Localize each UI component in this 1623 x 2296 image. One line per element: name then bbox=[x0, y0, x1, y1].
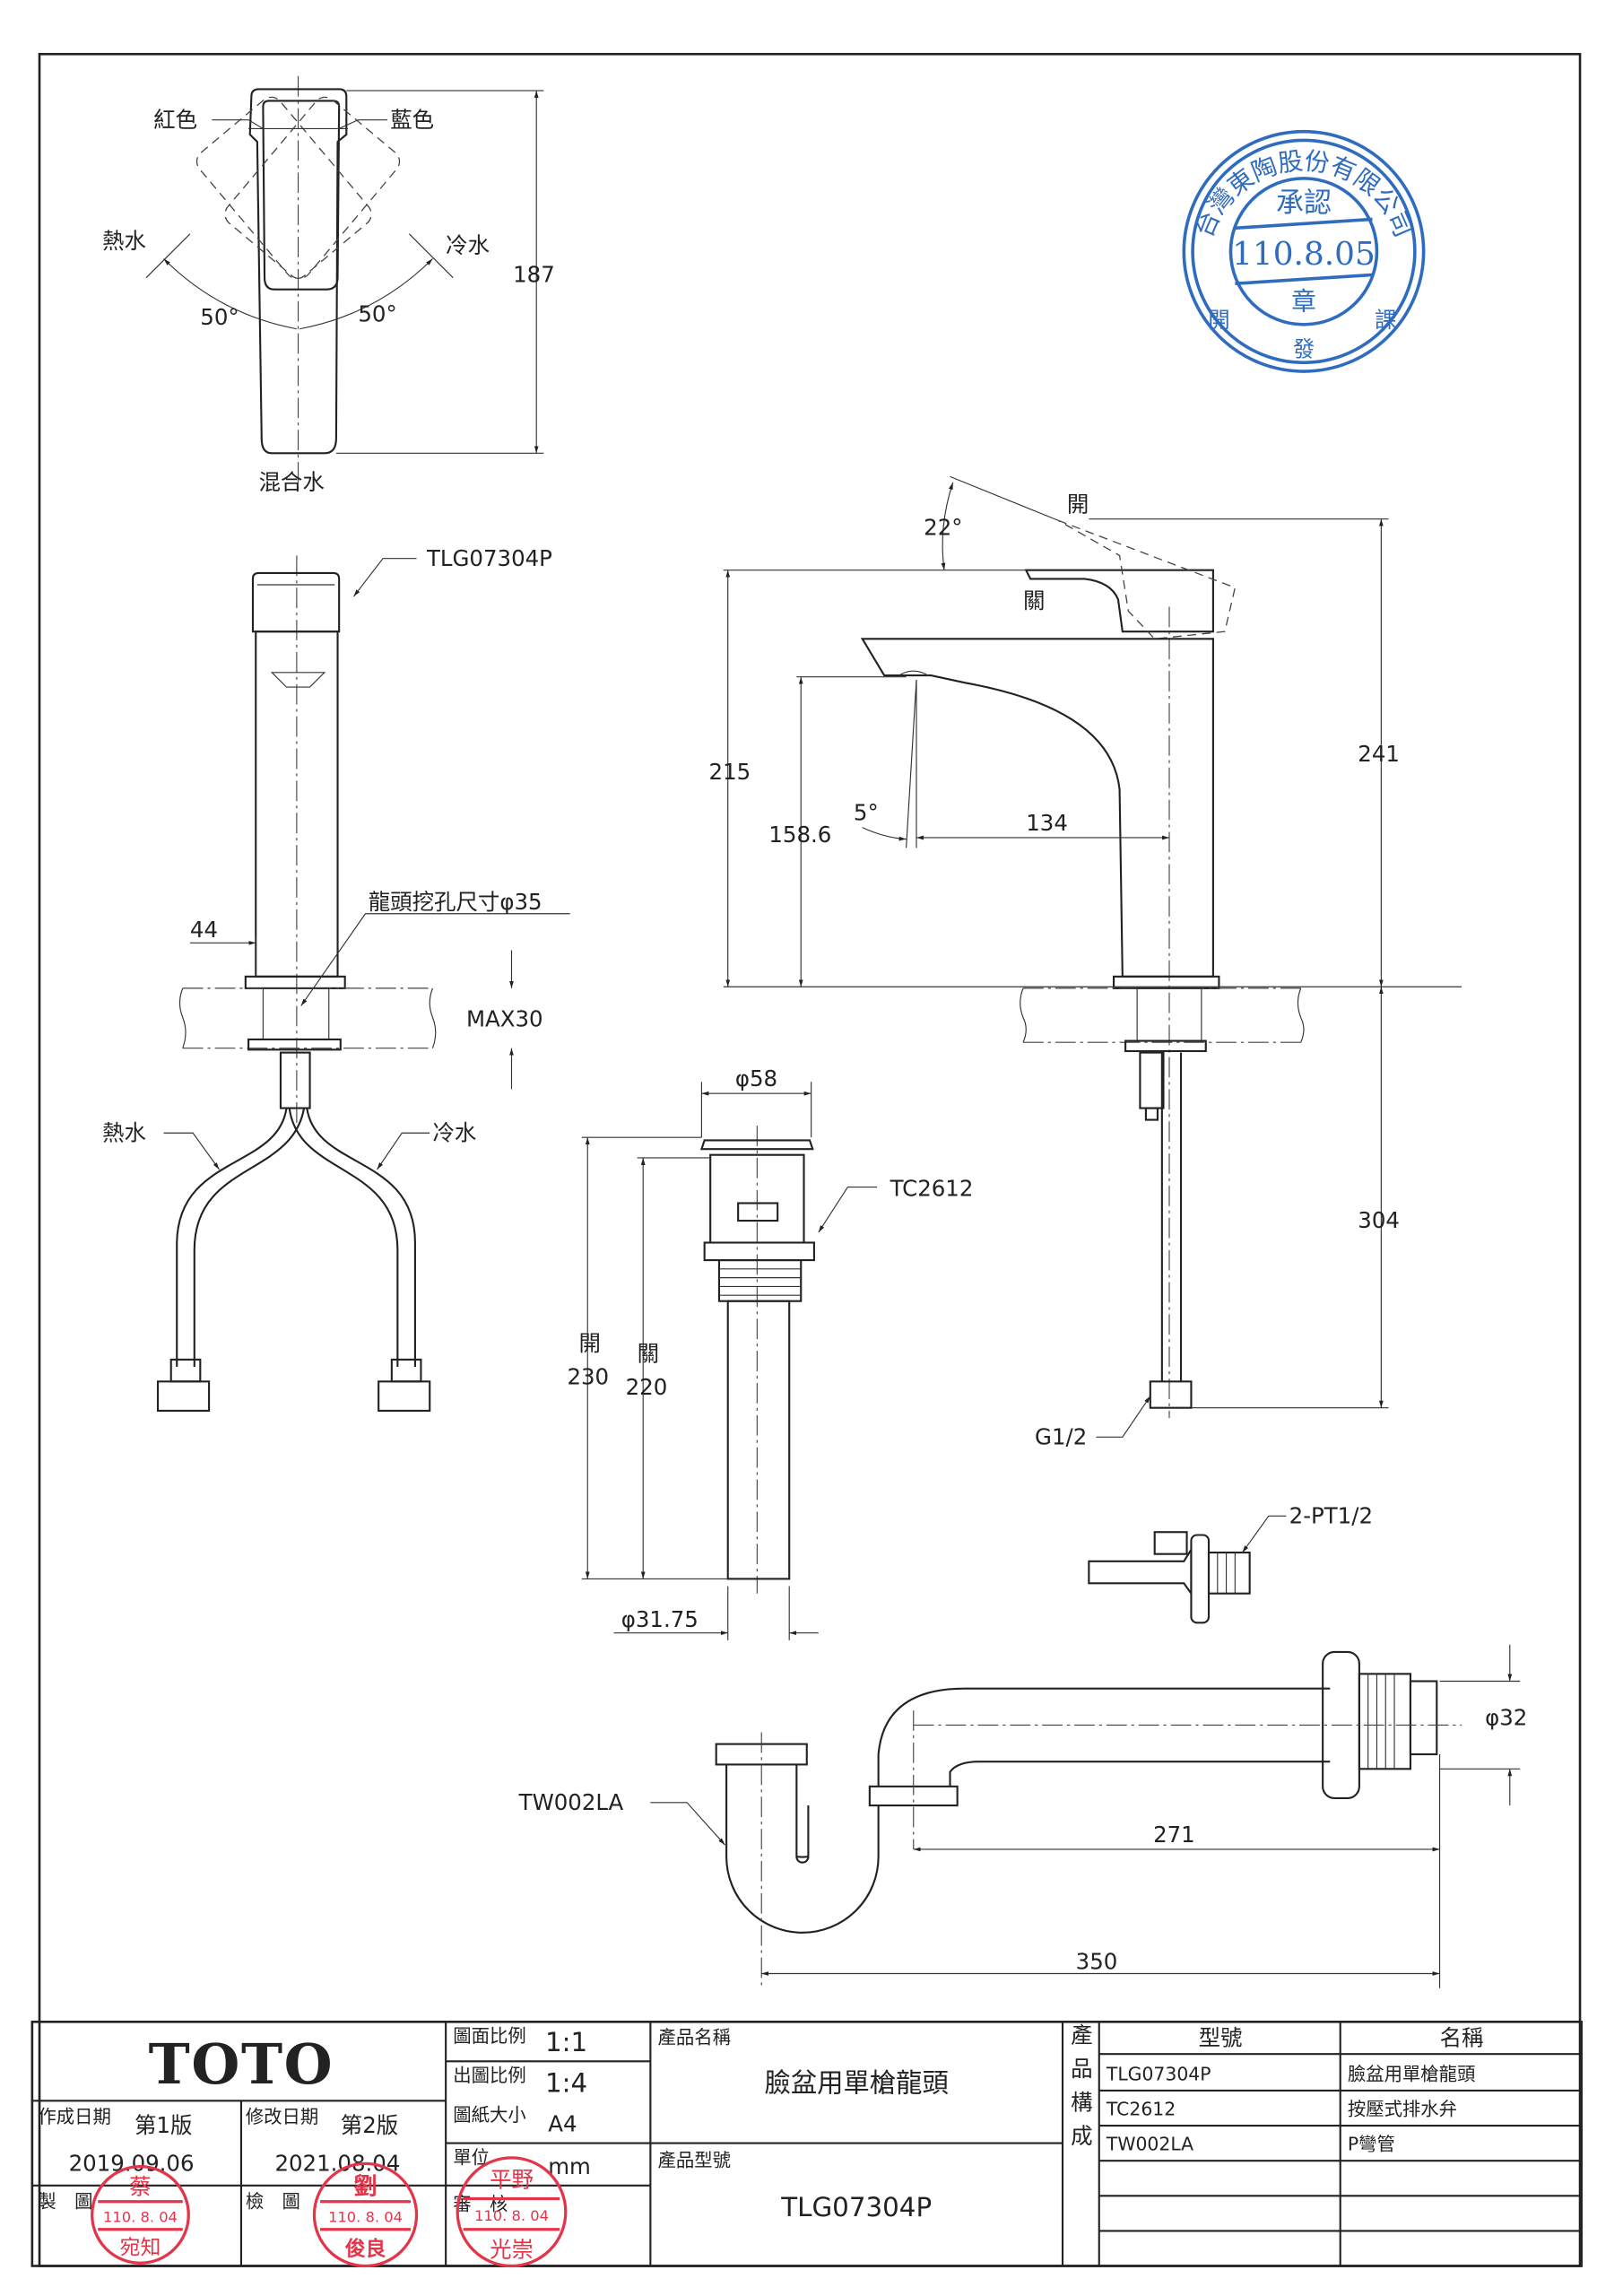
drain-tc2612: TC2612 φ58 開 230 關 220 φ31.75 bbox=[567, 1065, 973, 1640]
red-color-label: 紅色 bbox=[153, 107, 197, 133]
table-header-name: 名稱 bbox=[1440, 2024, 1484, 2050]
product-model: TLG07304P bbox=[780, 2192, 932, 2222]
product-name: 臉盆用單槍龍頭 bbox=[765, 2068, 949, 2099]
handle-top-view: 紅色 藍色 熱水 冷水 50° 50° 混合水 187 bbox=[102, 75, 555, 495]
drain-open-dimension: 230 bbox=[567, 1364, 609, 1390]
stamp-given-name: 光崇 bbox=[490, 2237, 534, 2263]
table-header-model: 型號 bbox=[1199, 2024, 1243, 2050]
spout-angle-label: 5° bbox=[854, 799, 879, 825]
trap-271-dimension: 271 bbox=[1153, 1822, 1195, 1848]
reach-dimension: 134 bbox=[1026, 810, 1068, 836]
connector-thread-label: G1/2 bbox=[1035, 1423, 1087, 1449]
hole-size-label: 龍頭挖孔尺寸φ35 bbox=[369, 889, 542, 915]
height-241-dimension: 241 bbox=[1358, 741, 1400, 767]
spout-height-dimension: 158.6 bbox=[768, 822, 831, 848]
drawing-scale-label: 圖面比例 bbox=[453, 2025, 525, 2047]
p-trap-tw002la: TW002LA φ32 271 350 bbox=[518, 1644, 1527, 1988]
stamp-date: 110. 8. 04 bbox=[474, 2207, 549, 2224]
stamp-surname: 劉 bbox=[353, 2174, 377, 2201]
unit-value: mm bbox=[548, 2153, 591, 2179]
drain-closed-dimension: 220 bbox=[626, 1374, 668, 1400]
closed-position-label: 關 bbox=[1023, 587, 1045, 613]
created-date: 2019.09.06 bbox=[69, 2151, 195, 2177]
component-row: TC2612 按壓式排水弁 bbox=[1106, 2099, 1457, 2120]
product-model-label: 產品型號 bbox=[658, 2150, 731, 2171]
drain-closed-label: 關 bbox=[638, 1341, 659, 1367]
approval-stamp: 台灣東陶股份有限公司 承認 110.8.05 章 開 發 課 bbox=[1182, 129, 1426, 373]
drain-pipe-diameter: φ31.75 bbox=[621, 1606, 699, 1632]
stamp-surname: 平野 bbox=[490, 2166, 534, 2192]
drawn-by-label: 製 圖 bbox=[38, 2190, 92, 2212]
checked-by-stamp: 劉 110. 8. 04 俊良 bbox=[312, 2161, 419, 2268]
modified-version: 第2版 bbox=[341, 2112, 398, 2138]
paper-size-label: 圖紙大小 bbox=[453, 2104, 525, 2126]
cold-water-hose-label: 冷水 bbox=[432, 1119, 476, 1145]
composition-label: 產品構成 bbox=[1068, 2022, 1094, 2157]
title-block: TOTO 圖面比例 1:1 出圖比例 1:4 圖紙大小 A4 單位 mm 作成日… bbox=[30, 2020, 1583, 2268]
created-date-label: 作成日期 bbox=[38, 2106, 110, 2127]
approved-by-stamp: 平野 110. 8. 04 光崇 bbox=[456, 2156, 568, 2268]
angle-right-label: 50° bbox=[358, 301, 396, 327]
drain-top-diameter: φ58 bbox=[735, 1065, 777, 1091]
open-position-label: 開 bbox=[1067, 491, 1089, 517]
stamp-dept-center: 發 bbox=[1293, 336, 1315, 362]
handle-angle-label: 22° bbox=[924, 515, 962, 541]
hot-water-hose-label: 熱水 bbox=[102, 1119, 146, 1145]
component-model: TLG07304P bbox=[1106, 2063, 1211, 2084]
component-row: TW002LA P彎管 bbox=[1106, 2134, 1395, 2155]
max-thickness-label: MAX30 bbox=[466, 1005, 543, 1031]
print-scale-value: 1:4 bbox=[545, 2068, 587, 2099]
stamp-dept-left: 開 bbox=[1208, 307, 1229, 333]
drain-model-label: TC2612 bbox=[890, 1175, 974, 1201]
width-dimension: 44 bbox=[190, 917, 218, 943]
stamp-given-name: 俊良 bbox=[345, 2237, 386, 2261]
drawn-by-stamp: 蔡 110. 8. 04 宛知 bbox=[91, 2165, 190, 2265]
sheet-border bbox=[38, 53, 1582, 2267]
paper-size-value: A4 bbox=[548, 2111, 577, 2137]
valve-thread-label: 2-PT1/2 bbox=[1289, 1502, 1373, 1528]
toto-logo: TOTO bbox=[149, 2031, 334, 2097]
stamp-dept-right: 課 bbox=[1375, 307, 1396, 333]
approved-by-label: 審 核 bbox=[453, 2194, 508, 2215]
product-name-label: 產品名稱 bbox=[658, 2027, 731, 2048]
hose-length-dimension: 304 bbox=[1358, 1207, 1400, 1233]
mixed-water-label: 混合水 bbox=[259, 469, 325, 495]
modified-date-label: 修改日期 bbox=[246, 2106, 318, 2127]
print-scale-label: 出圖比例 bbox=[453, 2065, 525, 2086]
checked-by-label: 檢 圖 bbox=[246, 2190, 300, 2212]
faucet-side-view: 22° 開 關 215 158.6 241 5° 134 304 G1/2 bbox=[709, 475, 1462, 1449]
hot-water-label: 熱水 bbox=[102, 228, 146, 254]
stamp-seal-text: 章 bbox=[1291, 287, 1316, 317]
component-model: TW002LA bbox=[1106, 2134, 1193, 2155]
faucet-front-view: TLG07304P 龍頭挖孔尺寸φ35 44 MAX30 熱水 冷水 bbox=[102, 545, 570, 1413]
drain-open-label: 開 bbox=[578, 1330, 600, 1356]
length-dimension: 187 bbox=[513, 262, 555, 288]
stamp-date: 110. 8. 04 bbox=[103, 2209, 178, 2226]
component-name: 按壓式排水弁 bbox=[1348, 2099, 1457, 2120]
component-model: TC2612 bbox=[1106, 2099, 1176, 2120]
trap-model-label: TW002LA bbox=[518, 1789, 624, 1815]
created-version: 第1版 bbox=[135, 2112, 192, 2138]
drawing-scale-value: 1:1 bbox=[545, 2027, 587, 2057]
stamp-surname: 蔡 bbox=[129, 2174, 151, 2200]
angle-valve: 2-PT1/2 bbox=[1088, 1502, 1373, 1624]
stamp-date: 110. 8. 04 bbox=[328, 2209, 403, 2226]
component-row: TLG07304P 臉盆用單槍龍頭 bbox=[1106, 2063, 1475, 2084]
component-name: P彎管 bbox=[1348, 2134, 1395, 2155]
stamp-date: 110.8.05 bbox=[1232, 236, 1376, 273]
trap-350-dimension: 350 bbox=[1076, 1949, 1118, 1975]
faucet-model-label: TLG07304P bbox=[426, 545, 552, 571]
cold-water-label: 冷水 bbox=[446, 232, 490, 258]
stamp-approval-text: 承認 bbox=[1276, 187, 1332, 219]
blue-color-label: 藍色 bbox=[390, 107, 434, 133]
trap-diameter: φ32 bbox=[1485, 1704, 1527, 1730]
stamp-given-name: 宛知 bbox=[120, 2236, 161, 2259]
component-name: 臉盆用單槍龍頭 bbox=[1348, 2063, 1476, 2084]
height-215-dimension: 215 bbox=[709, 759, 751, 785]
angle-left-label: 50° bbox=[200, 304, 239, 330]
